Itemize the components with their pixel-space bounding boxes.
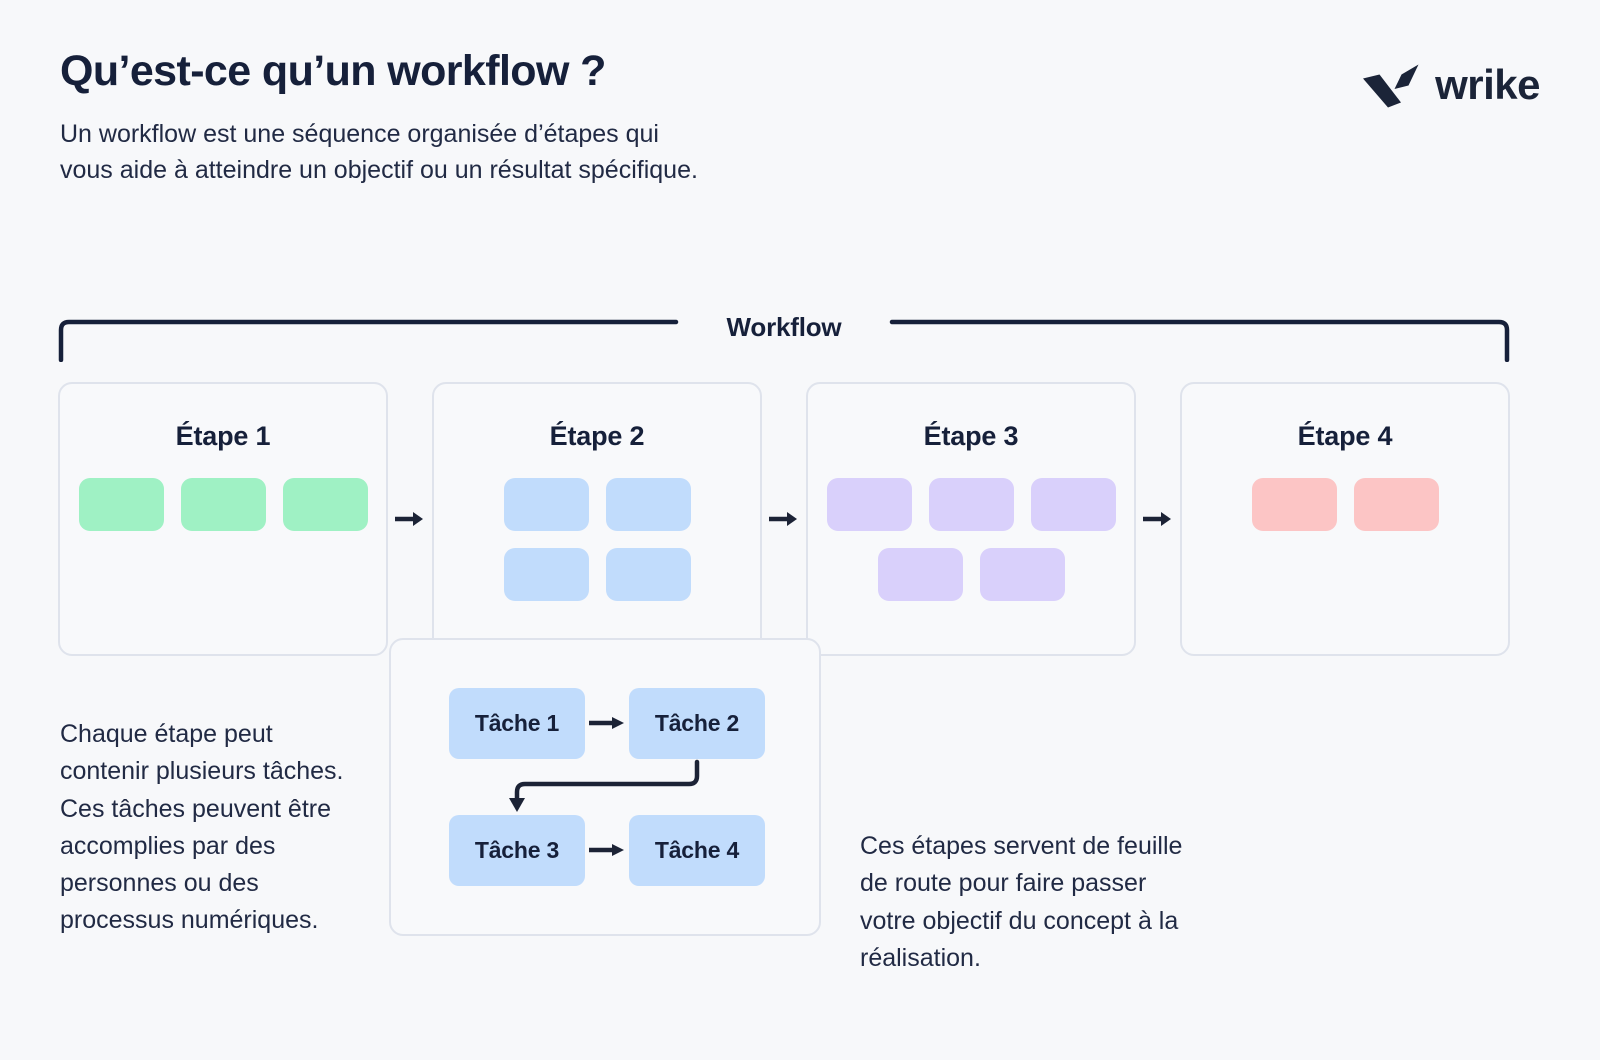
arrow-right-icon — [1136, 382, 1180, 656]
wrike-wordmark: wrike — [1435, 61, 1540, 108]
arrow-right-icon — [589, 844, 624, 856]
chip-row — [826, 478, 1116, 531]
task-box-1[interactable]: Tâche 1 — [449, 688, 585, 759]
task-chip — [1030, 478, 1116, 531]
task-chip — [877, 548, 963, 601]
chip-row — [1251, 478, 1439, 531]
task-flow-diagram: Tâche 1 Tâche 2 Tâche 3 Tâche 4 — [449, 688, 765, 886]
task-chip — [180, 478, 266, 531]
step-card-3[interactable]: Étape 3 — [806, 382, 1136, 656]
step-title: Étape 3 — [923, 421, 1019, 451]
step-chips — [1182, 478, 1508, 531]
steps-row: Étape 1 Étape 2 — [58, 382, 1510, 656]
page-subtitle: Un workflow est une séquence organisée d… — [60, 120, 698, 184]
step-card-2[interactable]: Étape 2 — [432, 382, 762, 656]
arrow-right-icon — [589, 717, 624, 729]
header: Qu’est-ce qu’un workflow ? Un workflow e… — [60, 47, 1540, 228]
chip-row — [877, 548, 1065, 601]
bracket-line — [58, 319, 1510, 362]
wrike-checkmark-icon — [1361, 62, 1421, 108]
step-title: Étape 4 — [1297, 421, 1393, 451]
arrow-right-icon — [762, 382, 806, 656]
task-chip — [282, 478, 368, 531]
step-card-4[interactable]: Étape 4 — [1180, 382, 1510, 656]
task-chip — [605, 548, 691, 601]
task-chip — [605, 478, 691, 531]
task-chip — [1251, 478, 1337, 531]
step-card-1[interactable]: Étape 1 — [58, 382, 388, 656]
chip-row — [503, 478, 691, 531]
note-right: Ces étapes servent de feuille de route p… — [860, 832, 1183, 972]
task-box-2[interactable]: Tâche 2 — [629, 688, 765, 759]
step-chips — [434, 478, 760, 601]
step-title: Étape 2 — [549, 421, 645, 451]
step-chips — [60, 478, 386, 531]
step-chips — [808, 478, 1134, 601]
task-detail-panel: Tâche 1 Tâche 2 Tâche 3 Tâche 4 — [389, 638, 821, 936]
workflow-label: Workflow — [726, 312, 842, 342]
task-box-4[interactable]: Tâche 4 — [629, 815, 765, 886]
task-chip — [1353, 478, 1439, 531]
page-title: Qu’est-ce qu’un workflow ? — [60, 47, 606, 95]
task-chip — [503, 478, 589, 531]
task-chip — [826, 478, 912, 531]
wrike-logo[interactable]: wrike — [1361, 62, 1540, 108]
elbow-arrow-down-left-icon — [509, 759, 700, 812]
task-box-3[interactable]: Tâche 3 — [449, 815, 585, 886]
step-title: Étape 1 — [175, 421, 271, 451]
chip-row — [78, 478, 368, 531]
arrow-right-icon — [388, 382, 432, 656]
note-left: Chaque étape peut contenir plusieurs tâc… — [60, 720, 344, 935]
task-chip — [979, 548, 1065, 601]
task-chip — [503, 548, 589, 601]
chip-row — [503, 548, 691, 601]
task-chip — [78, 478, 164, 531]
task-chip — [928, 478, 1014, 531]
workflow-bracket: Workflow — [58, 308, 1510, 362]
